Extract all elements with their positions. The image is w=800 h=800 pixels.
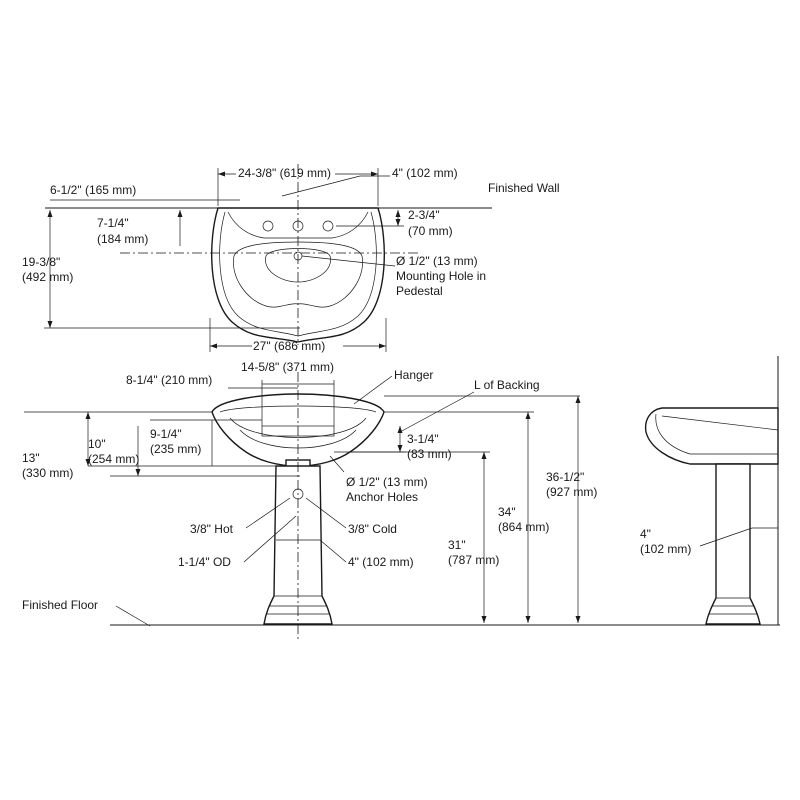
arrowhead — [47, 321, 53, 328]
side-basin-apron — [655, 413, 778, 455]
dim-13-metric-label: (330 mm) — [22, 466, 74, 480]
cold-supply-label: 3/8" Cold — [348, 522, 397, 536]
mounting-hole-size-label: Ø 1/2" (13 mm) — [396, 254, 478, 268]
side-basin-rim — [661, 415, 779, 431]
dim-19-3-8-metric-label: (492 mm) — [22, 270, 74, 284]
top-view — [44, 164, 492, 352]
dim-8-1-4-label: 8-1/4" (210 mm) — [126, 373, 213, 387]
arrowhead — [85, 459, 91, 466]
pedestal-column — [263, 465, 333, 625]
dim-31-metric-label: (787 mm) — [448, 553, 500, 567]
arrowhead — [210, 343, 217, 349]
side-view — [644, 356, 779, 625]
arrowhead — [395, 210, 401, 217]
arrowhead — [177, 210, 183, 217]
centerline-backing-label: L of Backing — [474, 378, 540, 392]
dim-3-1-4-label: 3-1/4" — [407, 432, 439, 446]
hot-supply-label: 3/8" Hot — [190, 522, 233, 536]
leader-line — [115, 605, 151, 627]
arrowhead — [379, 343, 386, 349]
leader-line — [301, 255, 396, 267]
leader-line — [281, 175, 361, 197]
leader-line — [353, 375, 393, 405]
dim-4-hole-spacing-label: 4" (102 mm) — [392, 166, 458, 180]
front-basin-apron — [229, 417, 367, 438]
dim-34-metric-label: (864 mm) — [498, 520, 550, 534]
leader-line — [699, 527, 753, 547]
faucet-hole-right — [322, 220, 334, 232]
side-basin-outline — [644, 407, 779, 465]
arrowhead — [135, 469, 141, 476]
dim-2-3-4-label: 2-3/4" — [408, 208, 440, 222]
leader-line — [305, 497, 347, 529]
leader-line — [319, 539, 347, 563]
finished-wall-label: Finished Wall — [488, 181, 560, 195]
mounting-hole-desc-label: Mounting Hole in — [396, 269, 487, 283]
leader-line — [245, 497, 291, 529]
dim-7-1-4-label: 7-1/4" — [97, 216, 129, 230]
outer-diameter-label: 1-1/4" OD — [178, 555, 231, 569]
dim-31-label: 31" — [448, 538, 466, 552]
arrowhead — [47, 210, 53, 217]
arrowhead — [85, 412, 91, 419]
dim-10-metric-label: (254 mm) — [88, 452, 140, 466]
arrowhead — [575, 616, 581, 623]
side-dim-4-label: 4" — [640, 527, 651, 541]
top-view-drain-area — [265, 248, 331, 283]
leader-line — [243, 515, 297, 563]
side-pedestal — [705, 463, 761, 625]
dim-13-label: 13" — [22, 451, 40, 465]
arrowhead — [218, 171, 225, 177]
side-dim-4-metric-label: (102 mm) — [640, 542, 692, 556]
arrowhead — [395, 219, 401, 226]
dim-3-1-4-metric-label: (83 mm) — [407, 447, 452, 461]
dim-4-pedestal-label: 4" (102 mm) — [348, 555, 414, 569]
dim-2-3-4-metric-label: (70 mm) — [408, 224, 453, 238]
dim-10-label: 10" — [88, 437, 106, 451]
arrowhead — [397, 445, 403, 452]
dim-36-1-2-label: 36-1/2" — [546, 470, 585, 484]
arrowhead — [481, 452, 487, 459]
dim-19-3-8-label: 19-3/8" — [22, 255, 61, 269]
arrowhead — [371, 171, 378, 177]
anchor-hole-size-label: Ø 1/2" (13 mm) — [346, 475, 428, 489]
front-view — [24, 372, 780, 640]
arrowhead — [525, 412, 531, 419]
dim-34-label: 34" — [498, 505, 516, 519]
faucet-hole-left — [262, 220, 274, 232]
finished-floor-label: Finished Floor — [22, 598, 99, 612]
dim-24-3-8-label: 24-3/8" (619 mm) — [238, 166, 331, 180]
arrowhead — [575, 396, 581, 403]
hanger-label: Hanger — [394, 368, 434, 382]
front-basin-rim — [219, 405, 377, 413]
mounting-hole-pedestal-label: Pedestal — [396, 284, 443, 298]
arrowhead — [525, 616, 531, 623]
arrowhead — [481, 616, 487, 623]
dim-7-1-4-metric-label: (184 mm) — [97, 232, 149, 246]
leader-line — [329, 455, 345, 473]
anchor-holes-label: Anchor Holes — [346, 490, 419, 504]
dim-9-1-4-label: 9-1/4" — [150, 427, 182, 441]
dim-6-1-2-label: 6-1/2" (165 mm) — [50, 183, 137, 197]
dim-27-label: 27" (686 mm) — [253, 339, 326, 353]
arrowhead — [397, 426, 403, 433]
dim-14-5-8-label: 14-5/8" (371 mm) — [241, 360, 334, 374]
dim-36-1-2-metric-label: (927 mm) — [546, 485, 598, 499]
dim-9-1-4-metric-label: (235 mm) — [150, 442, 202, 456]
